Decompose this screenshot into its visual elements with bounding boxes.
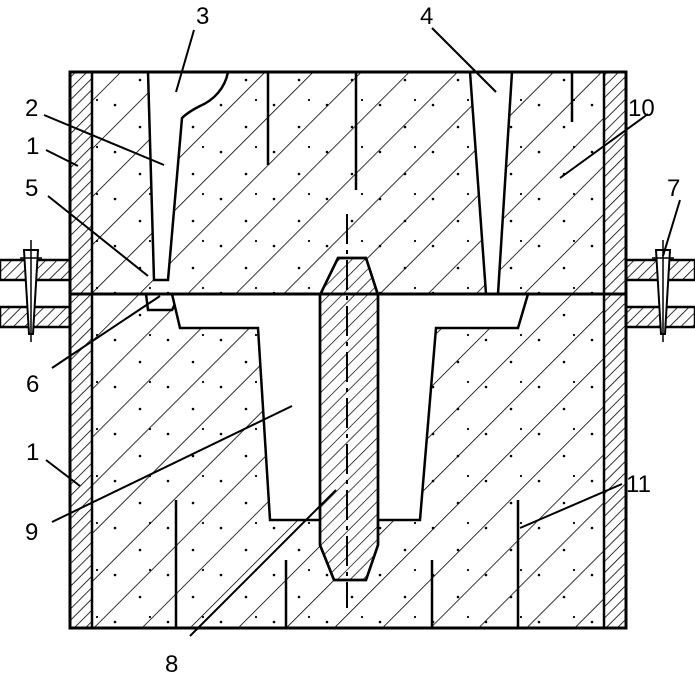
label-10: 10	[628, 95, 655, 122]
label-9: 9	[25, 519, 38, 546]
vent-holes-cope	[266, 72, 574, 190]
drag-flask-right-wall	[602, 292, 628, 630]
flask-outline	[68, 70, 628, 630]
label-11: 11	[626, 471, 651, 498]
label-8: 8	[165, 651, 178, 678]
label-1-top: 1	[26, 133, 39, 160]
label-7: 7	[667, 175, 680, 202]
label-6: 6	[26, 371, 39, 398]
part-labels: 3 4 2 1 5 10 7 6 1 9 11 8	[25, 3, 680, 678]
label-4: 4	[420, 3, 433, 30]
leader-lines	[43, 27, 681, 637]
sprue-and-pouring-cup	[146, 70, 230, 282]
cope-flask-right-wall	[602, 70, 628, 296]
label-2: 2	[25, 95, 38, 122]
vent-holes-drag	[174, 500, 520, 628]
flask-walls	[68, 70, 628, 630]
sand-core	[318, 214, 380, 608]
locating-pin-left	[20, 240, 42, 342]
label-3: 3	[196, 3, 209, 30]
label-5: 5	[25, 175, 38, 202]
label-1-bottom: 1	[26, 439, 39, 466]
cope-flask-left-wall	[68, 70, 94, 296]
